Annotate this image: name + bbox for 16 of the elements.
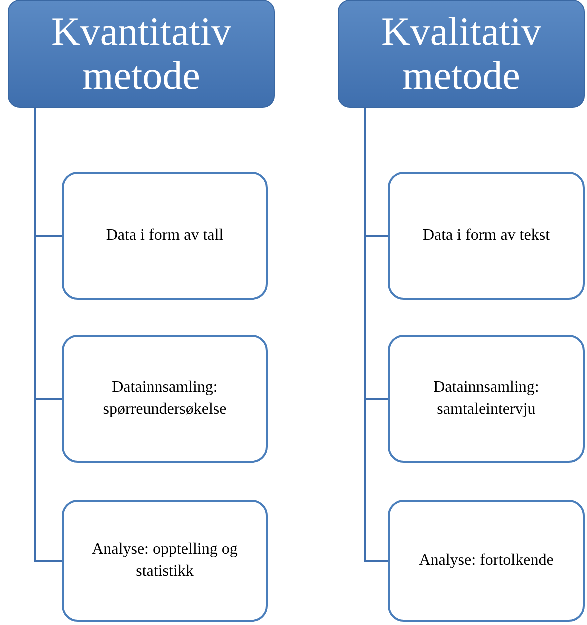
- process-box: [388, 335, 585, 463]
- process-box: [388, 500, 585, 622]
- header-box: [8, 0, 275, 108]
- box-text: Data i form av tall: [106, 226, 224, 246]
- process-box: [62, 335, 268, 463]
- process-box: [388, 172, 585, 300]
- box-text: Data i form av tekst: [422, 226, 550, 246]
- box-text: Analyse: fortolkende: [419, 551, 554, 571]
- box-text: Datainnsamling: samtaleintervju: [432, 378, 540, 420]
- header-box: [338, 0, 585, 108]
- box-text: Analyse: opptelling og statistikk: [91, 540, 239, 582]
- box-text: Datainnsamling: spørreundersøkelse: [102, 378, 228, 420]
- header-text: Kvalitativ metode: [380, 10, 542, 98]
- process-box: [62, 500, 268, 622]
- process-box: [62, 172, 268, 300]
- header-text: Kvantitativ metode: [50, 10, 232, 98]
